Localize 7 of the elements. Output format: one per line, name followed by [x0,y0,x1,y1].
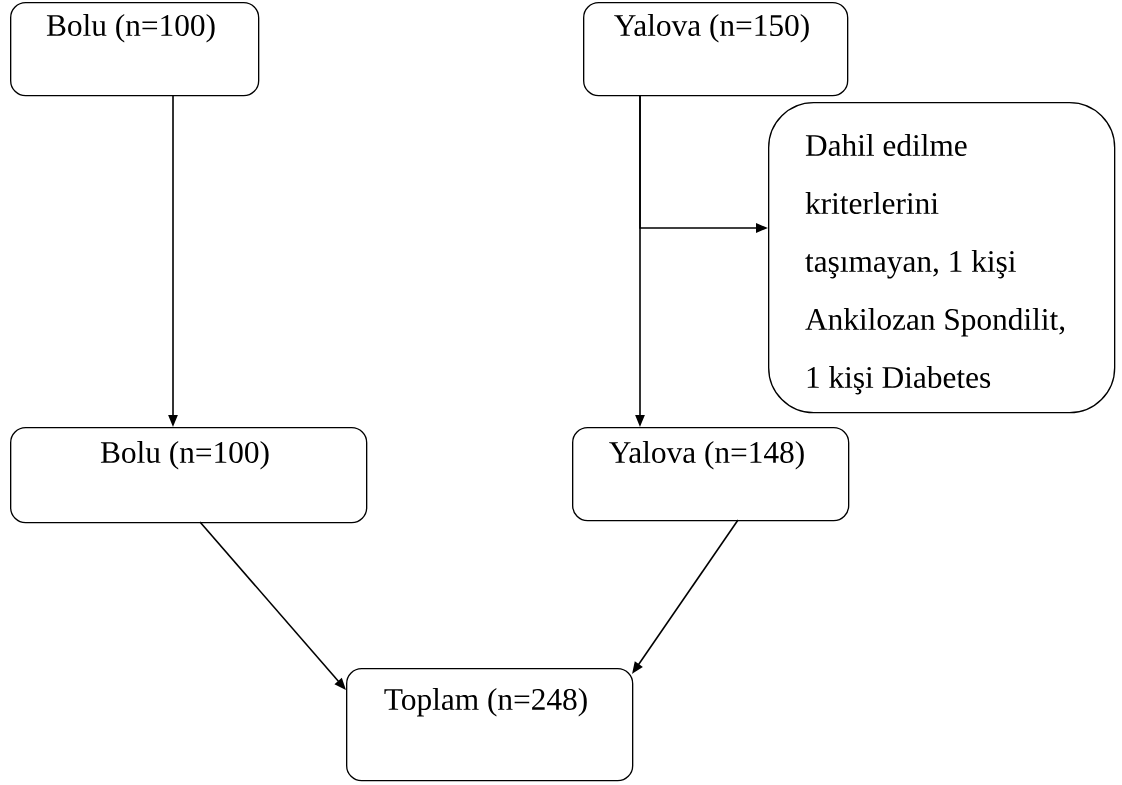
process-box: Bolu (n=100) [10,2,260,97]
process-box: Yalova (n=150) [583,2,849,97]
process-box: Bolu (n=100) [10,427,368,524]
process-box: Yalova (n=148) [572,427,850,522]
process-box: Toplam (n=248) [346,668,634,782]
arrow [199,521,346,690]
exclusion-box: Dahil edilme kriterlerini taşımayan, 1 kişi Ankilozan Spondilit, 1 kişi Diabetes [768,102,1116,414]
